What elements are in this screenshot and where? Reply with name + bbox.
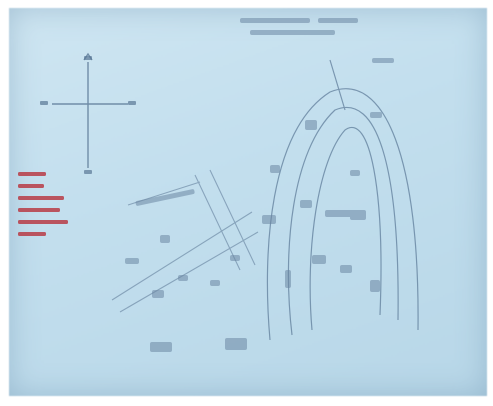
mark [125, 258, 139, 264]
outer-curve [266, 88, 419, 341]
road-stub [329, 59, 346, 111]
mark [350, 210, 366, 220]
road-c [119, 231, 259, 313]
mark [370, 112, 382, 118]
mark [370, 280, 380, 292]
west-label [40, 101, 48, 105]
legend-line-6 [18, 232, 46, 236]
legend-line-5 [18, 220, 68, 224]
boundary-curves [266, 59, 419, 341]
mark [350, 170, 360, 176]
diagonal-roads [111, 169, 259, 313]
mark [300, 200, 312, 208]
compass-symbol [52, 52, 128, 168]
mark [305, 120, 317, 130]
mark [178, 275, 188, 281]
north-label [84, 56, 92, 60]
mark [325, 210, 355, 217]
mark [230, 255, 240, 261]
middle-curve [287, 106, 399, 336]
mark [262, 215, 276, 224]
heading-line-1 [240, 18, 310, 23]
road-label [135, 189, 195, 206]
road-e [209, 169, 256, 266]
mark [150, 342, 172, 352]
legend-line-1 [18, 172, 46, 176]
scale-note [372, 58, 394, 63]
legend-line-4 [18, 208, 60, 212]
compass-labels [40, 56, 136, 174]
road-d [194, 174, 241, 271]
inner-curve [309, 127, 382, 331]
mark [285, 270, 291, 288]
heading-line-3 [318, 18, 358, 23]
mark [210, 280, 220, 286]
mark [225, 338, 247, 350]
mark [340, 265, 352, 273]
road-b [111, 211, 253, 301]
mark [160, 235, 170, 243]
legend-line-3 [18, 196, 64, 200]
mark [152, 290, 164, 298]
mark [312, 255, 326, 264]
mark [270, 165, 280, 173]
plot-marks [125, 18, 394, 352]
legend-block [18, 172, 68, 236]
heading-line-2 [250, 30, 335, 35]
legend-line-2 [18, 184, 44, 188]
east-label [128, 101, 136, 105]
south-label [84, 170, 92, 174]
